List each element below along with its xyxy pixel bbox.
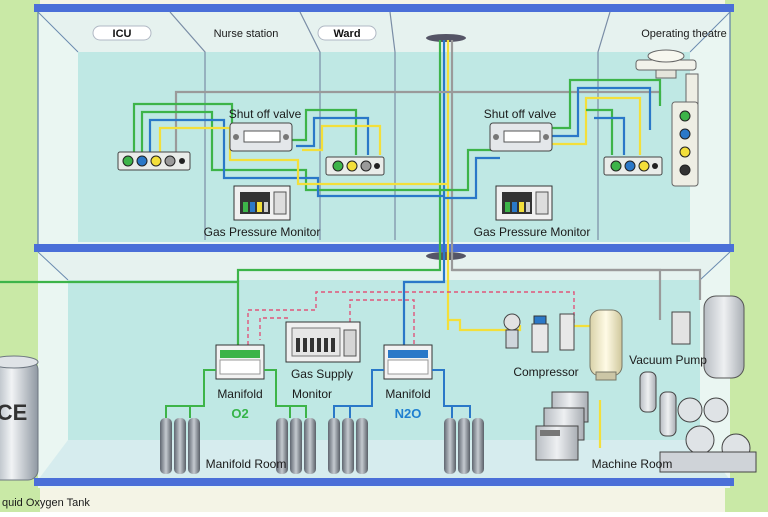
partition-nurse bbox=[299, 11, 321, 240]
partition-ward bbox=[389, 11, 396, 240]
manifold-n2o bbox=[383, 344, 433, 380]
gas-supply-monitor bbox=[285, 321, 361, 363]
liquid-oxygen-tank: CE bbox=[0, 355, 39, 481]
icu-gas-outlets bbox=[117, 151, 191, 171]
manifold-o2 bbox=[215, 344, 265, 380]
cylinder-feeds bbox=[165, 369, 471, 418]
theatre-gas-outlets bbox=[603, 156, 663, 176]
shut-off-valve-right-label: Shut off valve bbox=[484, 107, 557, 121]
partition-theatre bbox=[597, 11, 611, 240]
icu-label: ICU bbox=[113, 28, 132, 40]
compressor-tank bbox=[589, 309, 623, 381]
right-grass-strip bbox=[725, 0, 768, 512]
gas-supply-monitor-label-line1: Gas Supply bbox=[291, 367, 353, 381]
surgical-pendant bbox=[635, 49, 699, 187]
manifold-room-label: Manifold Room bbox=[206, 457, 287, 471]
upper-pipes bbox=[132, 40, 662, 258]
air-filter-unit bbox=[503, 313, 575, 353]
nurse-station-label: Nurse station bbox=[214, 28, 279, 40]
vacuum-receiver bbox=[671, 295, 745, 379]
partition-icu bbox=[169, 11, 206, 240]
room-tab-ward: Ward bbox=[317, 25, 377, 41]
cylinders-n2o-right bbox=[444, 418, 484, 474]
vacuum-pump-label: Vacuum Pump bbox=[629, 353, 707, 367]
room-tab-icu: ICU bbox=[92, 25, 152, 41]
operating-theatre-label: Operating theatre bbox=[641, 28, 727, 40]
ward-label: Ward bbox=[333, 28, 360, 40]
manifold-o2-label: Manifold bbox=[217, 387, 262, 401]
ceiling-shaft-bottom bbox=[426, 252, 466, 260]
liquid-oxygen-tank-label: quid Oxygen Tank bbox=[2, 497, 90, 509]
machine-room-label: Machine Room bbox=[592, 457, 673, 471]
gas-pressure-monitor-right-label: Gas Pressure Monitor bbox=[474, 225, 591, 239]
shut-off-valve-left bbox=[229, 122, 293, 152]
lower-pipes bbox=[0, 258, 702, 448]
compressor-label: Compressor bbox=[513, 365, 578, 379]
gas-pressure-monitor-right bbox=[495, 185, 553, 221]
compressor-machines bbox=[535, 391, 589, 461]
gas-pressure-monitor-left-label: Gas Pressure Monitor bbox=[204, 225, 321, 239]
tank-letters: CE bbox=[0, 400, 27, 425]
signal-lines bbox=[247, 291, 575, 345]
floor-slab-lower bbox=[34, 478, 734, 486]
floor-slab-upper bbox=[34, 244, 734, 252]
o2-label: O2 bbox=[231, 406, 248, 421]
shut-off-valve-right bbox=[489, 122, 553, 152]
vacuum-pump-machines bbox=[639, 371, 757, 473]
n2o-label: N2O bbox=[395, 406, 422, 421]
roof-slab bbox=[34, 4, 734, 12]
shut-off-valve-left-label: Shut off valve bbox=[229, 107, 302, 121]
gas-supply-monitor-label-line2: Monitor bbox=[292, 387, 332, 401]
gas-pressure-monitor-left bbox=[233, 185, 291, 221]
ceiling-shaft-top bbox=[426, 34, 466, 42]
ward-gas-outlets bbox=[325, 156, 385, 176]
cylinders-o2-right bbox=[276, 418, 316, 474]
cylinders-n2o-left bbox=[328, 418, 368, 474]
cylinders-o2-left bbox=[160, 418, 200, 474]
upper-floor bbox=[37, 11, 731, 251]
manifold-n2o-label: Manifold bbox=[385, 387, 430, 401]
